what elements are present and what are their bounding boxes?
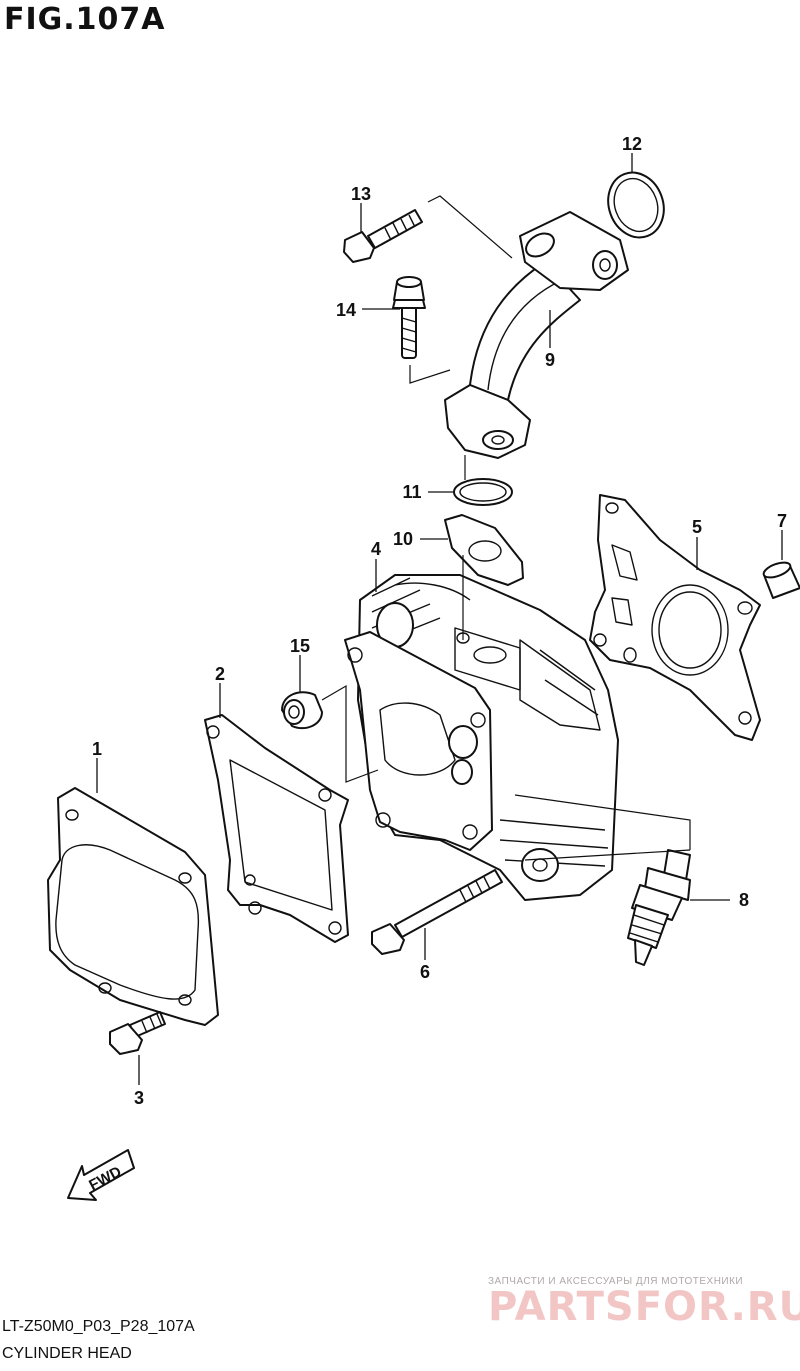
gasket-2 xyxy=(204,714,349,943)
callout-14: 14 xyxy=(336,300,356,320)
o-ring-12 xyxy=(607,171,665,239)
callout-9: 9 xyxy=(545,350,555,370)
intake-pipe-9 xyxy=(444,211,629,459)
watermark-tagline: ЗАПЧАСТИ И АКСЕССУАРЫ ДЛЯ МОТОТЕХНИКИ xyxy=(488,1276,744,1287)
callout-11: 11 xyxy=(402,482,421,502)
diagram-code: LT-Z50M0_P03_P28_107A xyxy=(2,1318,195,1335)
bolt-6 xyxy=(371,869,503,955)
bolt-3 xyxy=(109,1011,166,1055)
gasket-10 xyxy=(444,514,524,586)
fwd-arrow: FWD xyxy=(67,1149,135,1201)
callout-8: 8 xyxy=(739,890,749,910)
bolt-13 xyxy=(343,209,423,263)
spark-plug-8 xyxy=(627,849,691,966)
diagram-name: CYLINDER HEAD xyxy=(2,1345,132,1362)
callout-13: 13 xyxy=(351,184,371,204)
callout-10: 10 xyxy=(393,529,413,549)
watermark-brand: PARTSFOR.RU xyxy=(488,1284,800,1330)
callout-7: 7 xyxy=(777,511,787,531)
callout-15: 15 xyxy=(290,636,310,656)
dowel-pin-7 xyxy=(762,561,800,599)
o-ring-11 xyxy=(453,478,513,506)
figure-title: FIG.107A xyxy=(4,2,166,37)
head-cover-1 xyxy=(47,787,219,1026)
callout-4: 4 xyxy=(371,539,381,559)
bolt-14 xyxy=(392,276,426,359)
callout-5: 5 xyxy=(692,517,702,537)
gasket-5 xyxy=(589,494,761,741)
plug-15 xyxy=(281,691,323,730)
callout-6: 6 xyxy=(420,962,430,982)
callout-12: 12 xyxy=(622,134,642,154)
cylinder-head-4 xyxy=(344,574,619,901)
callout-1: 1 xyxy=(92,739,102,759)
callout-3: 3 xyxy=(134,1088,144,1108)
callout-2: 2 xyxy=(215,664,225,684)
